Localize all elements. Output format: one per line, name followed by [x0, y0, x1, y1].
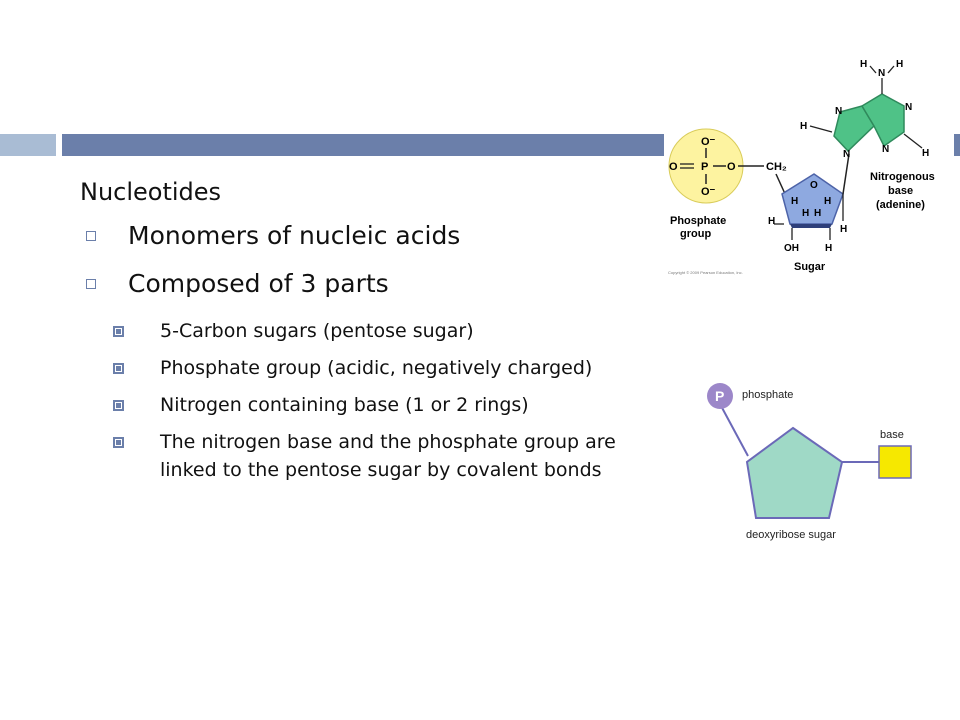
svg-text:H: H — [824, 196, 831, 207]
svg-text:N: N — [905, 102, 912, 113]
svg-text:N: N — [878, 68, 885, 79]
base-label: Nitrogenous — [870, 171, 935, 183]
phosphate-atom-o-bottom: O⁻ — [701, 186, 716, 198]
svg-text:OH: OH — [784, 243, 799, 254]
sub-bullet-box-icon — [113, 437, 124, 448]
bullet-box-icon — [86, 279, 96, 289]
nucleotide-structure-svg: O⁻ O P O O⁻ Phosphate group CH₂ O H H H … — [668, 59, 935, 275]
phosphate-group-label: Phosphate — [670, 215, 726, 227]
svg-text:H: H — [896, 59, 903, 70]
slide-heading: Nucleotides — [80, 178, 222, 206]
phosphate-atom-o-right: O — [727, 161, 736, 173]
sub-bullet-text: The nitrogen base and the phosphate grou… — [160, 431, 616, 481]
ch2-label: CH₂ — [766, 161, 787, 173]
base-label: base — [880, 429, 904, 441]
sub-bullet-sugar: 5-Carbon sugars (pentose sugar) — [80, 317, 640, 345]
phosphate-atom-p: P — [701, 161, 708, 173]
sub-bullet-phosphate: Phosphate group (acidic, negatively char… — [80, 354, 640, 382]
p-symbol: P — [715, 388, 724, 404]
sub-bullet-box-icon — [113, 400, 124, 411]
svg-text:H: H — [860, 59, 867, 70]
sugar-ring-o: O — [810, 180, 818, 191]
bullet-monomers: Monomers of nucleic acids — [80, 212, 640, 260]
phosphate-link — [719, 403, 749, 457]
sub-bullet-box-icon — [113, 326, 124, 337]
accent-bar-left — [0, 134, 56, 156]
sub-bullet-text: 5-Carbon sugars (pentose sugar) — [160, 320, 474, 342]
base-five-ring — [833, 105, 875, 153]
svg-text:H: H — [825, 243, 832, 254]
svg-text:H: H — [791, 196, 798, 207]
svg-text:(adenine): (adenine) — [876, 199, 925, 211]
sub-bullet-base: Nitrogen containing base (1 or 2 rings) — [80, 391, 640, 419]
svg-text:N: N — [835, 106, 842, 117]
deoxyribose-pentagon — [745, 426, 844, 519]
accent-bar — [62, 134, 670, 156]
phosphate-group-label-2: group — [680, 228, 711, 240]
phosphate-atom-o-top: O⁻ — [701, 136, 716, 148]
nucleotide-diagram-svg: P phosphate base deoxyribose sugar — [707, 383, 912, 541]
svg-text:H: H — [768, 216, 775, 227]
svg-text:H: H — [802, 208, 809, 219]
svg-text:H: H — [840, 224, 847, 235]
base-square — [878, 445, 912, 479]
copyright-note: Copyright © 2009 Pearson Education, Inc. — [668, 270, 743, 275]
bullet-box-icon — [86, 231, 96, 241]
sub-bullet-text: Phosphate group (acidic, negatively char… — [160, 357, 593, 379]
nucleotide-structure-figure: O⁻ O P O O⁻ Phosphate group CH₂ O H H H … — [664, 56, 954, 281]
bullet-text: Composed of 3 parts — [128, 269, 389, 298]
sub-bullet-text: Nitrogen containing base (1 or 2 rings) — [160, 394, 529, 416]
phosphate-atom-o-left: O — [669, 161, 678, 173]
svg-text:H: H — [922, 148, 929, 159]
svg-text:H: H — [800, 121, 807, 132]
nucleotide-diagram-figure: P phosphate base deoxyribose sugar — [690, 370, 935, 550]
phosphate-label: phosphate — [742, 389, 793, 401]
svg-text:N: N — [843, 149, 850, 160]
sugar-label: deoxyribose sugar — [746, 529, 836, 541]
bullet-text: Monomers of nucleic acids — [128, 221, 461, 250]
phosphate-circle-icon — [707, 383, 733, 409]
bullet-composed: Composed of 3 parts — [80, 260, 640, 308]
svg-text:H: H — [814, 208, 821, 219]
sub-bullet-box-icon — [113, 363, 124, 374]
slide-content: Nucleotides Monomers of nucleic acids Co… — [80, 172, 640, 484]
sub-bullet-bonds: The nitrogen base and the phosphate grou… — [80, 428, 640, 484]
svg-text:N: N — [882, 144, 889, 155]
sugar-label: Sugar — [794, 261, 826, 273]
svg-text:base: base — [888, 185, 913, 197]
